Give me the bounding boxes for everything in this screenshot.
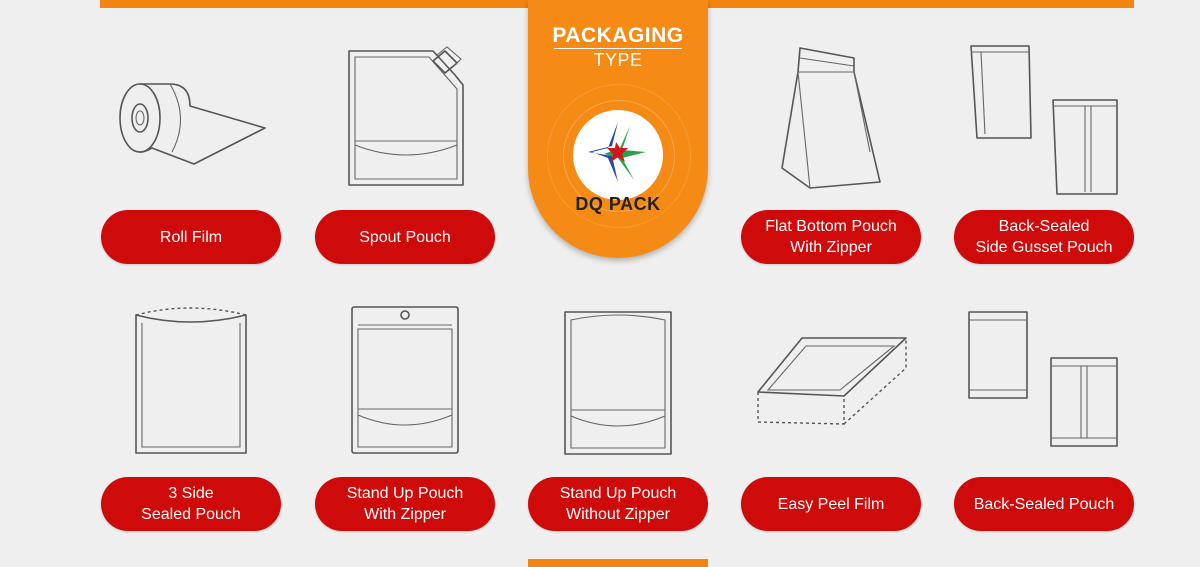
label-three-side-sealed-pouch: 3 Side Sealed Pouch <box>101 477 281 531</box>
back-sealed-pouch-icon <box>965 310 1125 450</box>
spout-pouch-icon <box>345 45 470 190</box>
label-line-1: Flat Bottom Pouch <box>765 218 897 235</box>
three-side-sealed-pouch-icon <box>130 305 255 455</box>
label-easy-peel-film: Easy Peel Film <box>741 477 921 531</box>
roll-film-icon <box>110 78 275 168</box>
label-spout-pouch: Spout Pouch <box>315 210 495 264</box>
top-accent-bar-left <box>100 0 532 8</box>
label-line-1: Back-Sealed <box>998 218 1090 235</box>
label-line-1: Stand Up Pouch <box>346 485 464 502</box>
logo-ring-inner <box>563 100 675 212</box>
label-line-1: Spout Pouch <box>359 228 451 246</box>
label-flat-bottom-pouch: Flat Bottom Pouch With Zipper <box>741 210 921 264</box>
label-back-sealed-pouch: Back-Sealed Pouch <box>954 477 1134 531</box>
flat-bottom-pouch-icon <box>770 42 890 192</box>
banner-title: PACKAGING <box>552 24 684 47</box>
label-line-2: With Zipper <box>364 506 446 523</box>
label-side-gusset-pouch: Back-Sealed Side Gusset Pouch <box>954 210 1134 264</box>
logo-text: DQ PACK <box>575 194 661 214</box>
label-line-1: Easy Peel Film <box>777 495 885 513</box>
stand-up-pouch-zipper-icon <box>348 305 463 457</box>
label-line-2: Without Zipper <box>565 506 671 523</box>
banner-divider <box>554 48 682 49</box>
bottom-accent-bar <box>528 559 708 567</box>
label-line-1: Back-Sealed Pouch <box>973 495 1115 513</box>
logo-ring-outer <box>547 84 691 228</box>
banner-subtitle: TYPE <box>593 50 643 70</box>
label-roll-film: Roll Film <box>101 210 281 264</box>
dq-pack-logo-icon <box>588 122 646 182</box>
label-line-2: With Zipper <box>790 239 872 256</box>
label-stand-up-pouch: Stand Up Pouch Without Zipper <box>528 477 708 531</box>
label-line-2: Side Gusset Pouch <box>975 239 1113 256</box>
label-line-1: 3 Side <box>168 485 214 502</box>
label-line-1: Roll Film <box>159 228 223 246</box>
label-line-1: Stand Up Pouch <box>559 485 677 502</box>
top-accent-bar-right <box>704 0 1134 8</box>
easy-peel-film-icon <box>752 332 912 432</box>
side-gusset-pouch-icon <box>965 42 1125 197</box>
label-stand-up-pouch-zipper: Stand Up Pouch With Zipper <box>315 477 495 531</box>
label-line-2: Sealed Pouch <box>141 506 241 523</box>
stand-up-pouch-icon <box>561 308 676 458</box>
